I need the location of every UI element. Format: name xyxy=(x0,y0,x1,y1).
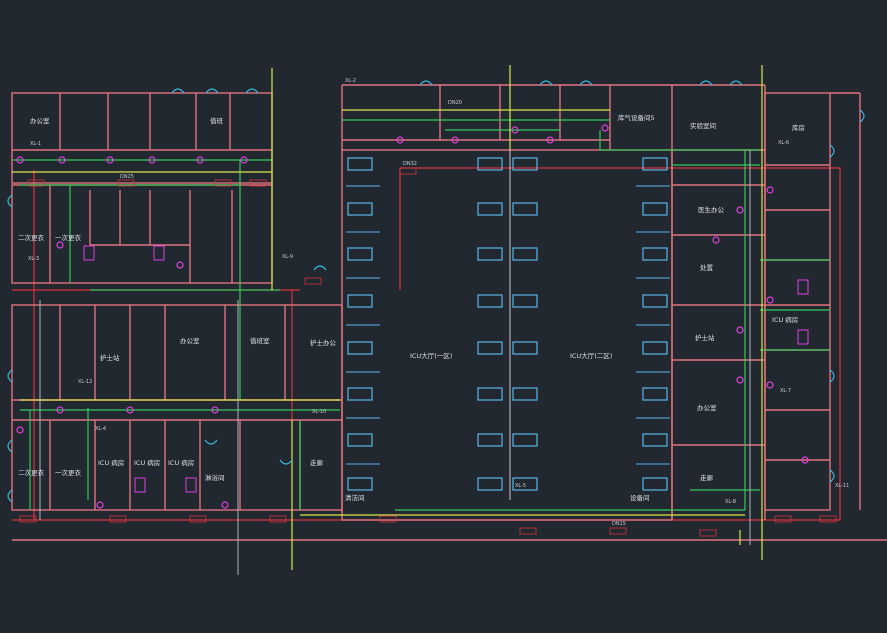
label-cleaning: 清洁间 xyxy=(345,493,365,502)
valves xyxy=(16,124,809,509)
tag-xl5: XL-5 xyxy=(515,483,526,489)
label-nurse-station-2: 护士站 xyxy=(695,333,715,342)
label-nurse-office: 护士办公 xyxy=(310,338,337,347)
label-dressing-4: 二次更衣 xyxy=(18,468,45,477)
label-gas-room: 库气设备间5 xyxy=(618,113,655,122)
tag-xl4: XL-4 xyxy=(95,426,106,432)
tag-xl2: XL-2 xyxy=(345,78,356,84)
label-icu-4: ICU 病房 xyxy=(772,315,798,324)
label-office-1: 办公室 xyxy=(180,336,200,345)
tag-dn15-a: DN15 xyxy=(612,521,626,527)
label-dressing-3: 一次更衣 xyxy=(55,468,82,477)
bed-column-1 xyxy=(347,157,373,491)
label-nurse-station-1: 护士站 xyxy=(100,353,120,362)
dn-tag-boxes xyxy=(19,167,837,537)
label-dressing-1: 一次更衣 xyxy=(55,233,82,242)
tag-xl7: XL-7 xyxy=(780,388,791,394)
pipe-tags: XL-1 XL-2 XL-3 XL-4 XL-5 XL-6 XL-7 XL-8 … xyxy=(28,78,849,527)
label-office-2: 办公室 xyxy=(697,403,717,412)
tag-dn25-a: DN25 xyxy=(120,174,134,180)
tag-xl9: XL-9 xyxy=(282,254,293,260)
doors xyxy=(7,80,865,503)
label-storage: 库房 xyxy=(792,123,805,132)
label-icu-hall-2: ICU大厅(二区) xyxy=(570,351,612,360)
yellow-pipe-network xyxy=(12,65,763,570)
label-icu-hall-1: ICU大厅(一区) xyxy=(410,351,452,360)
tag-xl11: XL-11 xyxy=(835,483,849,489)
label-icu-1: ICU 病房 xyxy=(98,458,124,467)
valve-boxes xyxy=(83,245,809,493)
tag-dn32-a: DN32 xyxy=(403,161,417,167)
bed-column-4 xyxy=(642,157,668,491)
green-pipe-network xyxy=(12,119,830,511)
room-labels: ICU大厅(一区) ICU大厅(二区) 设备间 库气设备间5 实验室间 办公室 … xyxy=(18,113,805,502)
label-corridor-1: 走廊 xyxy=(310,458,324,467)
label-duty-2: 值班室 xyxy=(250,336,270,345)
tag-dn20-a: DN20 xyxy=(448,100,462,106)
label-doctor: 医生办公 xyxy=(698,205,725,214)
grey-pipe-network xyxy=(39,150,751,575)
label-shower: 淋浴间 xyxy=(205,473,225,482)
tag-xl6: XL-6 xyxy=(778,140,789,146)
walls xyxy=(11,84,887,541)
bed-column-3 xyxy=(512,157,538,491)
tag-xl3: XL-3 xyxy=(28,256,39,262)
label-icu-2: ICU 病房 xyxy=(134,458,160,467)
label-corridor-2: 走廊 xyxy=(700,473,714,482)
label-treatment: 处置 xyxy=(700,263,714,272)
red-pipe-network xyxy=(12,167,841,521)
icu-beds xyxy=(346,157,670,491)
label-office-3: 办公室 xyxy=(30,116,50,125)
label-equip-room: 设备间 xyxy=(630,493,650,502)
label-duty-1: 值班 xyxy=(210,116,224,125)
tag-xl8: XL-8 xyxy=(725,499,736,505)
label-icu-3: ICU 病房 xyxy=(168,458,194,467)
tag-xl10: XL-10 xyxy=(312,409,326,415)
tag-xl1: XL-1 xyxy=(30,141,41,147)
label-dressing-2: 二次更衣 xyxy=(18,233,45,242)
bed-column-2 xyxy=(477,157,503,491)
label-lab-room: 实验室间 xyxy=(690,121,716,130)
tag-xl12: XL-12 xyxy=(78,379,92,385)
